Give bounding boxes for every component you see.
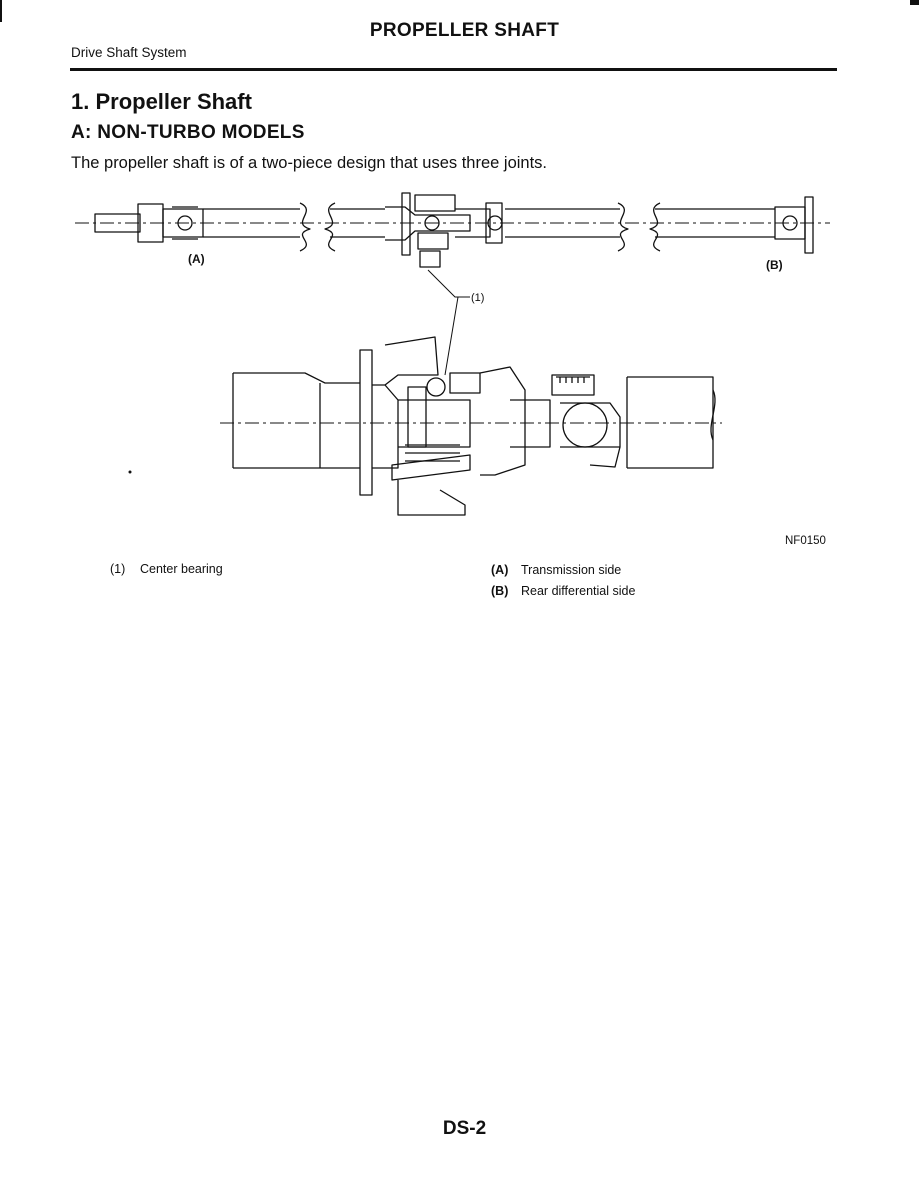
- label-a: (A): [188, 252, 205, 266]
- scan-edge-mark-left: [0, 0, 2, 22]
- detail-rear-tube: [626, 376, 716, 469]
- legend-key: (1): [110, 562, 126, 576]
- rear-joint-b: [774, 196, 814, 254]
- stray-dot: [128, 470, 132, 474]
- detail-yoke-flange: [479, 366, 621, 476]
- detail-front-tube: [232, 349, 373, 496]
- section-heading: 1. Propeller Shaft: [71, 89, 252, 114]
- figure-id: NF0150: [785, 535, 826, 547]
- section-header: Drive Shaft System: [71, 45, 187, 60]
- legend-text: Center bearing: [140, 562, 223, 576]
- subsection-heading: A: NON-TURBO MODELS: [71, 122, 305, 143]
- page-number: DS-2: [442, 1118, 487, 1139]
- label-b: (B): [766, 258, 783, 272]
- front-joint-a: [94, 203, 204, 243]
- legend-item-center-bearing: (1) Center bearing: [110, 562, 223, 576]
- detail-center-bearing: [372, 336, 481, 516]
- legend-item-transmission-side: (A) Transmission side: [491, 563, 621, 577]
- legend-text: Transmission side: [521, 563, 622, 577]
- legend-key: (A): [491, 563, 509, 577]
- callout-leader: [427, 269, 470, 298]
- scan-edge-mark-right: [910, 0, 919, 5]
- propeller-shaft-diagram: (A) (B) (1): [75, 192, 830, 516]
- page-title: PROPELLER SHAFT: [369, 20, 560, 41]
- rear-shaft-tube: [505, 202, 775, 252]
- legend-text: Rear differential side: [521, 584, 636, 598]
- intro-paragraph: The propeller shaft is of a two-piece de…: [71, 154, 548, 172]
- header-divider: [70, 68, 837, 71]
- callout-leader-detail: [444, 296, 459, 376]
- front-shaft-tube: [203, 202, 385, 252]
- center-bearing-top: [385, 192, 503, 268]
- legend-key: (B): [491, 584, 509, 598]
- legend-item-rear-differential-side: (B) Rear differential side: [491, 584, 635, 598]
- callout-1: (1): [471, 292, 484, 304]
